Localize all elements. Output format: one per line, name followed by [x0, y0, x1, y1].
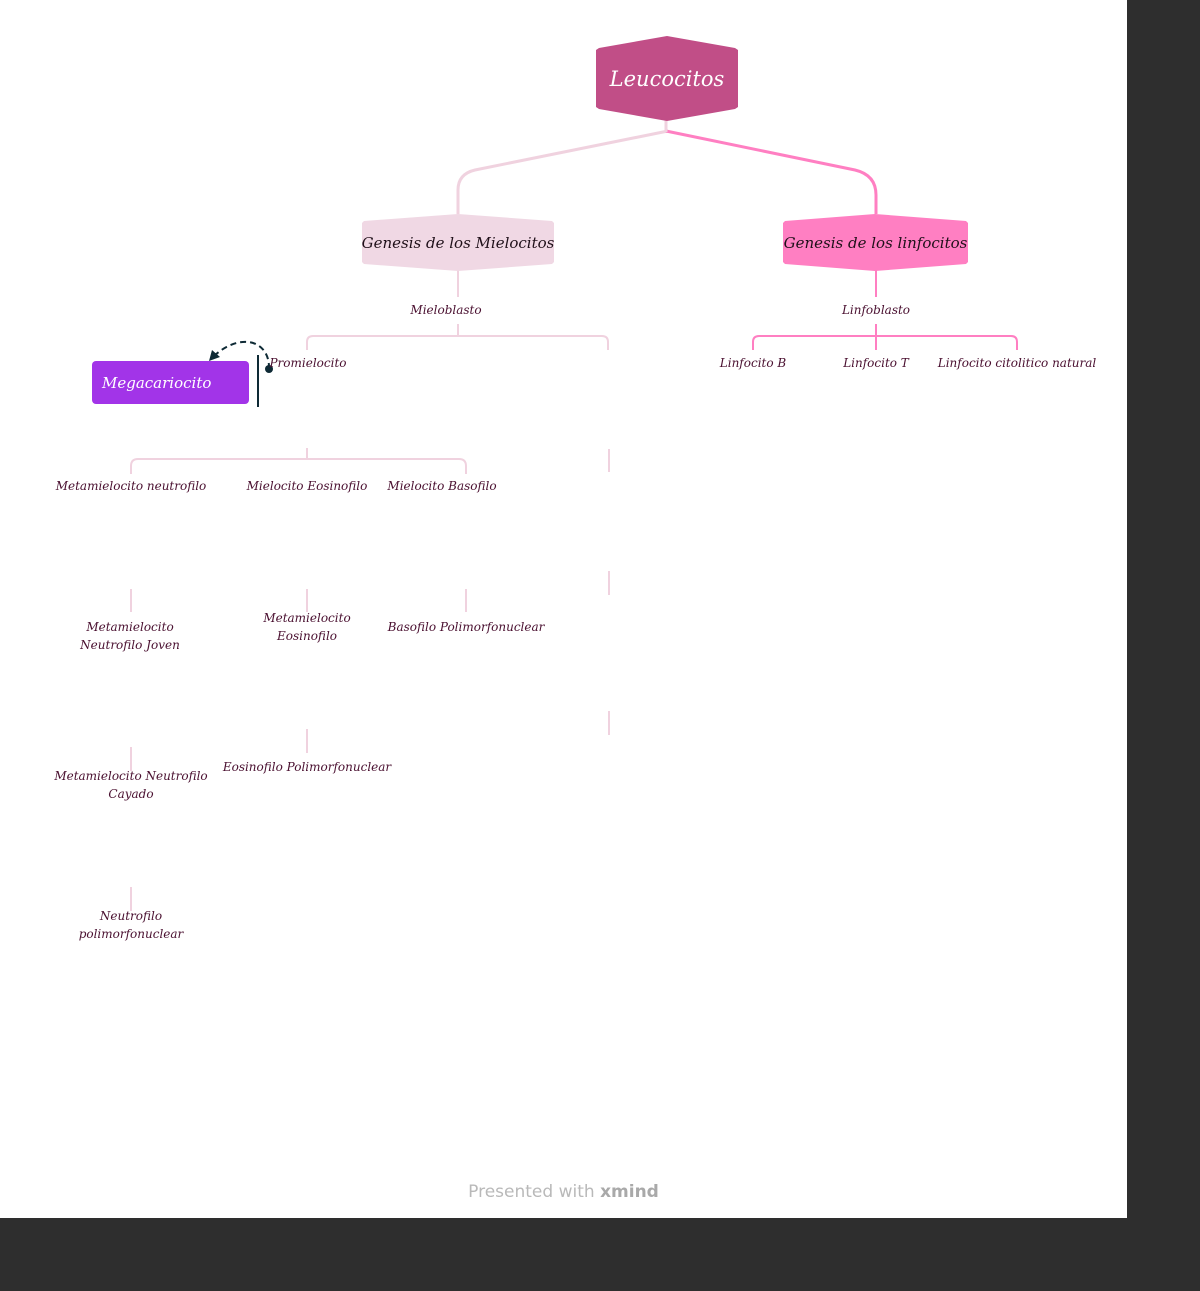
topic-mieloblasto-label: Mieloblasto	[410, 303, 482, 317]
topic-metamielocito-neutrofilo-label: Metamielocito neutrofilo	[55, 479, 207, 493]
topic-leucocitos[interactable]: Leucocitos	[596, 36, 738, 121]
topic-eosinofilo-polimorfonuclear[interactable]: Eosinofilo Polimorfonuclear	[222, 757, 392, 777]
topic-linfocito-t[interactable]: Linfocito T	[836, 353, 916, 373]
topic-basofilo-polimorfonuclear[interactable]: Basofilo Polimorfonuclear	[386, 617, 546, 637]
connector-layer	[130, 118, 1018, 911]
watermark-prefix: Presented with	[468, 1182, 595, 1202]
topic-mieloblasto[interactable]: Mieloblasto	[396, 300, 496, 320]
topic-promielocito[interactable]: Promielocito	[269, 353, 347, 373]
topic-metamielocito-neutrofilo-cayado[interactable]: Metamielocito Neutrofilo Cayado	[36, 769, 226, 801]
topic-genesis-linfocitos-label: Genesis de los linfocitos	[783, 233, 968, 252]
topic-leucocitos-label: Leucocitos	[609, 66, 725, 91]
side-panel	[1127, 0, 1200, 1218]
topic-metamielocito-neutrofilo-cayado-label: Metamielocito Neutrofilo Cayado	[54, 769, 208, 801]
topic-linfoblasto[interactable]: Linfoblasto	[826, 300, 926, 320]
connector-promielocito-bracket	[130, 458, 467, 474]
topic-eosinofilo-polimorfonuclear-label: Eosinofilo Polimorfonuclear	[222, 760, 392, 774]
xmind-watermark: Presented with xmind	[0, 1182, 1127, 1202]
relationship-start-dot	[265, 365, 273, 373]
connector-linfoblasto-bracket	[752, 335, 1018, 350]
topic-linfoblasto-label: Linfoblasto	[841, 303, 911, 317]
topic-metamielocito-neutrofilo-joven[interactable]: Metamielocito Neutrofilo Joven	[55, 617, 205, 655]
topic-mielocito-basofilo-label: Mielocito Basofilo	[387, 479, 497, 493]
relationship-arrowhead	[209, 350, 220, 361]
topic-linfocito-citolitico-natural[interactable]: Linfocito citolitico natural	[937, 353, 1097, 373]
topic-genesis-mielocitos[interactable]: Genesis de los Mielocitos	[362, 214, 554, 271]
xmind-logo: xmind	[600, 1182, 659, 1202]
topic-linfocito-b-label: Linfocito B	[719, 356, 787, 370]
relationship-curve	[213, 340, 271, 370]
topic-metamielocito-neutrofilo[interactable]: Metamielocito neutrofilo	[45, 476, 217, 496]
topic-neutrofilo-polimorfonuclear[interactable]: Neutrofilo polimorfonuclear	[46, 909, 216, 941]
topic-linfocito-b[interactable]: Linfocito B	[713, 353, 793, 373]
mielocitos-shape	[362, 214, 554, 271]
topic-linfocito-t-label: Linfocito T	[843, 356, 909, 370]
connector-mieloblasto-bracket	[306, 335, 609, 350]
topic-genesis-mielocitos-label: Genesis de los Mielocitos	[361, 233, 555, 252]
topic-mielocito-eosinofilo[interactable]: Mielocito Eosinofilo	[242, 476, 372, 496]
topic-metamielocito-neutrofilo-joven-label: Metamielocito Neutrofilo Joven	[80, 620, 180, 652]
bottom-bar	[0, 1218, 1200, 1291]
mind-map-canvas[interactable]: Leucocitos Genesis de los Mielocitos Gen…	[0, 0, 1127, 1218]
topic-basofilo-polimorfonuclear-label: Basofilo Polimorfonuclear	[387, 620, 545, 634]
connector-root-mielocitos	[456, 129, 669, 214]
topic-metamielocito-eosinofilo[interactable]: Metamielocito Eosinofilo	[232, 611, 382, 643]
topic-metamielocito-eosinofilo-label: Metamielocito Eosinofilo	[263, 611, 351, 643]
topic-megacariocito[interactable]: Megacariocito	[92, 361, 249, 404]
topic-mielocito-eosinofilo-label: Mielocito Eosinofilo	[246, 479, 368, 493]
topic-promielocito-label: Promielocito	[269, 356, 347, 370]
connector-root-linfocitos	[665, 129, 878, 214]
root-shape	[596, 36, 738, 121]
linfocitos-shape	[783, 214, 968, 271]
topic-mielocito-basofilo[interactable]: Mielocito Basofilo	[384, 476, 500, 496]
topic-megacariocito-label: Megacariocito	[102, 373, 212, 392]
topic-linfocito-citolitico-natural-label: Linfocito citolitico natural	[937, 356, 1097, 370]
topic-neutrofilo-polimorfonuclear-label: Neutrofilo polimorfonuclear	[78, 909, 184, 941]
topic-genesis-linfocitos[interactable]: Genesis de los linfocitos	[783, 214, 968, 271]
